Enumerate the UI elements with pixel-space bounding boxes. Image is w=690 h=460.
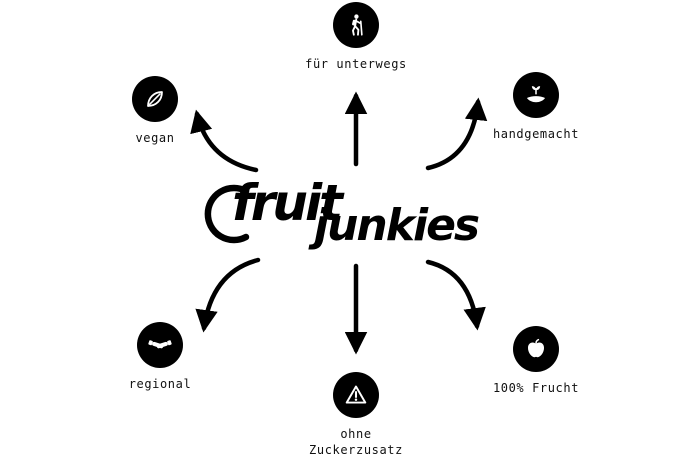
feature-fuer-unterwegs: für unterwegs <box>286 2 426 73</box>
apple-icon <box>513 326 559 372</box>
arrow-up-right <box>425 97 488 171</box>
feature-ohne-zuckerzusatz: ohne Zuckerzusatz <box>286 372 426 458</box>
hand-plant-icon <box>513 72 559 118</box>
logo-text-fruit: fruit <box>232 174 343 232</box>
leaf-icon <box>132 76 178 122</box>
brand-logo: fruit junkies <box>204 174 493 262</box>
feature-regional: regional <box>90 322 230 393</box>
feature-label: für unterwegs <box>305 57 407 71</box>
feature-handgemacht: handgemacht <box>466 72 606 143</box>
feature-label: 100% Frucht <box>492 381 580 395</box>
feature-vegan: vegan <box>85 76 225 147</box>
logo-swoosh-icon <box>204 184 250 244</box>
arrow-down-left <box>195 257 261 333</box>
warning-triangle-icon <box>333 372 379 418</box>
handshake-icon <box>137 322 183 368</box>
feature-label: ohne Zuckerzusatz <box>309 427 403 457</box>
feature-label: vegan <box>135 131 175 145</box>
hiker-icon <box>333 2 379 48</box>
feature-label: regional <box>128 377 192 391</box>
feature-label: handgemacht <box>492 127 580 141</box>
arrow-down-right <box>425 259 486 331</box>
arrow-up-left <box>190 109 259 173</box>
logo-text-junkies: junkies <box>314 200 480 251</box>
feature-100-frucht: 100% Frucht <box>466 326 606 397</box>
